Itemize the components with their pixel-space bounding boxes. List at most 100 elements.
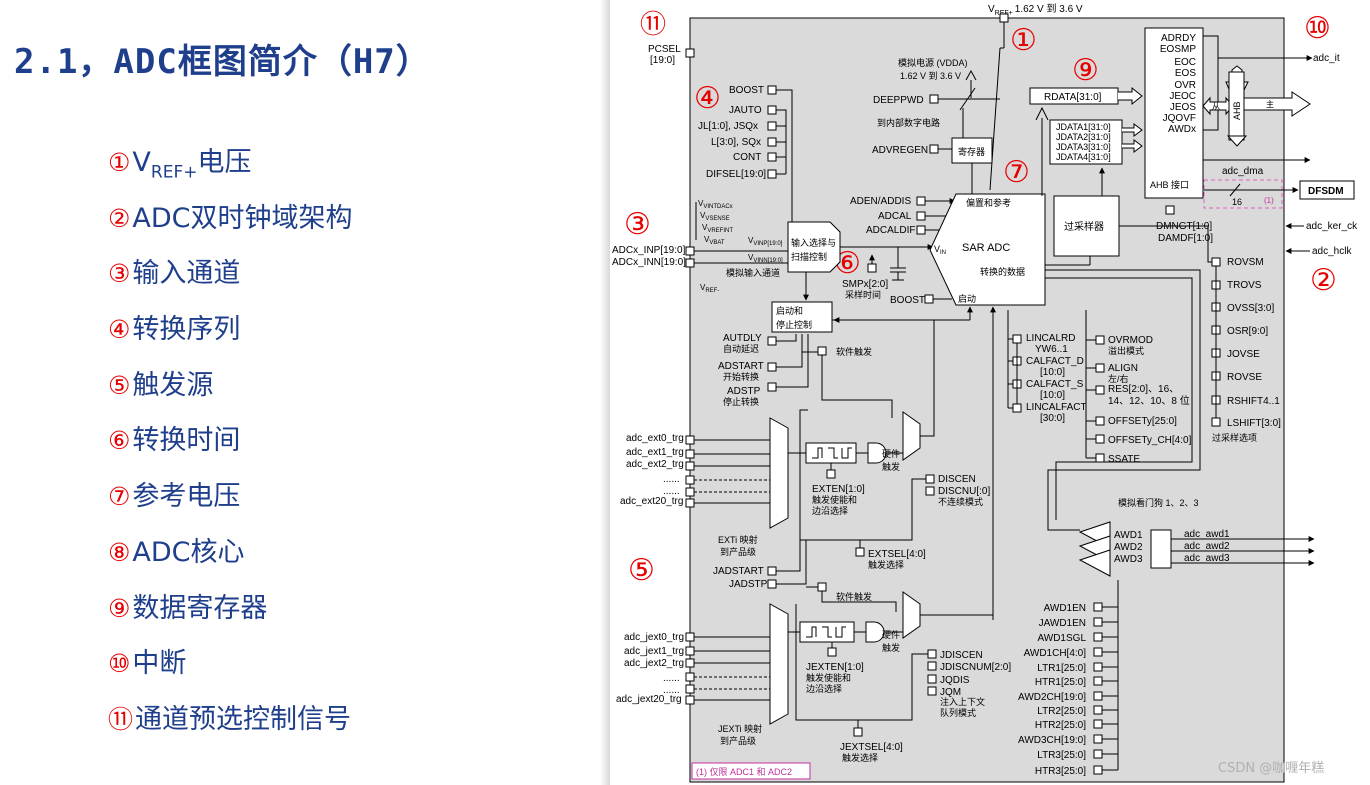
- svg-text:EOC: EOC: [1174, 57, 1196, 68]
- svg-text:[10:0]: [10:0]: [1040, 367, 1065, 378]
- trigger-select-mux: [902, 411, 921, 461]
- input-select-block: [787, 221, 841, 273]
- sample-time-label: 采样时间: [845, 289, 881, 300]
- svg-text:触发: 触发: [882, 461, 900, 472]
- adstart-label: ADSTART: [718, 361, 764, 372]
- svg-text:AWD3: AWD3: [1114, 554, 1143, 565]
- svg-text:L[3:0], SQx: L[3:0], SQx: [711, 137, 761, 148]
- svg-text:adc_jext20_trg: adc_jext20_trg: [616, 694, 682, 705]
- adc-inp-label: ADCx_INP[19:0]: [612, 245, 686, 256]
- legend-item: ⑥转换时间: [108, 425, 241, 457]
- svg-text:触发使能和: 触发使能和: [812, 494, 857, 505]
- watermark: CSDN @咖喱年糕: [1218, 761, 1325, 776]
- svg-text:OVRMOD: OVRMOD: [1108, 335, 1153, 346]
- legend-item: ④转换序列: [108, 314, 241, 346]
- adc-hclk-label: adc_hclk: [1312, 246, 1352, 257]
- vinp-label: VVINP[19:0]: [748, 236, 783, 247]
- jtrigger-select-mux: [902, 591, 921, 639]
- svg-text:AWD1EN: AWD1EN: [1044, 603, 1086, 614]
- svg-text:LTR2[25:0]: LTR2[25:0]: [1037, 706, 1086, 717]
- svg-text:停止转换: 停止转换: [723, 396, 759, 407]
- svg-text:注入上下文: 注入上下文: [940, 696, 985, 707]
- svg-text:RSHIFT4..1: RSHIFT4..1: [1227, 396, 1280, 407]
- svg-text:JAUTO: JAUTO: [729, 105, 762, 116]
- svg-text:TROVS: TROVS: [1227, 280, 1262, 291]
- svg-text:AWD1: AWD1: [1114, 530, 1143, 541]
- svg-text:OVR: OVR: [1174, 80, 1196, 91]
- legend-item: ②ADC双时钟域架构: [108, 202, 353, 234]
- marker-10: ⑩: [1304, 12, 1331, 45]
- marker-11: ⑪: [640, 9, 666, 39]
- jadstart-label: JADSTART: [713, 566, 764, 577]
- svg-text:......: ......: [663, 486, 680, 497]
- awd-registers: AWD1EN JAWD1EN AWD1SGL AWD1CH[4:0] LTR1[…: [1018, 603, 1086, 777]
- legend-item: ⑦参考电压: [108, 481, 241, 513]
- svg-text:DFSDM: DFSDM: [1308, 186, 1344, 197]
- svg-text:触发选择: 触发选择: [842, 752, 878, 763]
- svg-text:CALFACT_D: CALFACT_D: [1026, 356, 1084, 367]
- svg-text:寄存器: 寄存器: [958, 146, 985, 157]
- svg-text:adc_ext0_trg: adc_ext0_trg: [626, 433, 684, 444]
- jedge-detect-block: [799, 621, 855, 643]
- svg-text:LTR3[25:0]: LTR3[25:0]: [1037, 750, 1086, 761]
- analog-range: 1.62 V 到 3.6 V: [900, 70, 961, 81]
- svg-text:输入选择与: 输入选择与: [791, 237, 836, 248]
- svg-text:adc_awd2: adc_awd2: [1184, 541, 1230, 552]
- vref-minus-label: VREF-: [700, 283, 719, 294]
- svg-text:LINCALRD: LINCALRD: [1026, 333, 1075, 344]
- svg-text:OVSS[3:0]: OVSS[3:0]: [1227, 303, 1274, 314]
- svg-text:(1): (1): [1264, 196, 1274, 205]
- hw-trigger-label: 硬件: [882, 448, 900, 459]
- marker-9: ⑨: [1072, 54, 1099, 87]
- svg-text:开始转换: 开始转换: [723, 371, 759, 382]
- svg-text:HTR3[25:0]: HTR3[25:0]: [1035, 766, 1086, 777]
- svg-text:AWDx: AWDx: [1168, 124, 1196, 135]
- svg-text:AWD1SGL: AWD1SGL: [1037, 633, 1086, 644]
- discen-label: DISCEN: [938, 474, 976, 485]
- svg-text:adc_jext1_trg: adc_jext1_trg: [624, 646, 684, 657]
- adc-dma-label: adc_dma: [1222, 166, 1264, 177]
- svg-text:左/右: 左/右: [1108, 373, 1129, 384]
- svg-text:BOOST: BOOST: [729, 85, 764, 96]
- svg-text:LSHIFT[3:0]: LSHIFT[3:0]: [1227, 418, 1281, 429]
- jext-trigger-mux: [769, 603, 789, 725]
- svg-text:[30:0]: [30:0]: [1040, 413, 1065, 424]
- svg-text:JQDIS: JQDIS: [940, 675, 970, 686]
- svg-text:[10:0]: [10:0]: [1040, 390, 1065, 401]
- svg-text:adc_ext1_trg: adc_ext1_trg: [626, 447, 684, 458]
- svg-text:OFFSETy_CH[4:0]: OFFSETy_CH[4:0]: [1108, 435, 1192, 446]
- exten-label: EXTEN[1:0]: [812, 484, 865, 495]
- svg-text:14、12、10、8 位: 14、12、10、8 位: [1108, 394, 1190, 407]
- analog-supply: 模拟电源 (VDDA): [898, 57, 968, 68]
- svg-text:CONT: CONT: [733, 152, 761, 163]
- ahb-interface-block: [1144, 27, 1204, 199]
- svg-text:16: 16: [1232, 197, 1242, 207]
- adc-block-diagram: VREF+1.62 V 到 3.6 V PCSEL [19:0] ⑪ ① ⑨ ⑩…: [610, 0, 1370, 785]
- to-digital-label: 到内部数字电路: [877, 117, 940, 128]
- svg-text:硬件: 硬件: [882, 629, 900, 640]
- svg-text:adc_awd3: adc_awd3: [1184, 553, 1230, 564]
- svg-text:adc_jext2_trg: adc_jext2_trg: [624, 658, 684, 669]
- analog-input-channels: 模拟输入通道: [726, 267, 780, 278]
- svg-text:ALIGN: ALIGN: [1108, 363, 1138, 374]
- svg-text:触发选择: 触发选择: [868, 559, 904, 570]
- svg-text:边沿选择: 边沿选择: [806, 683, 842, 694]
- adcal-label: ADCAL: [878, 211, 912, 222]
- adstp-label: ADSTP: [727, 386, 761, 397]
- svg-text:JDISCEN: JDISCEN: [940, 650, 983, 661]
- svg-text:JQM: JQM: [940, 687, 961, 698]
- page-title: 2.1，ADC框图简介（H7）: [14, 42, 431, 82]
- legend-item: ③输入通道: [108, 258, 241, 290]
- start-stop-control: [771, 301, 833, 333]
- svg-text:JDATA4[31:0]: JDATA4[31:0]: [1056, 152, 1111, 162]
- dfsdm-block: [1299, 180, 1355, 200]
- marker-3: ③: [624, 208, 651, 241]
- svg-text:过采样选项: 过采样选项: [1212, 432, 1257, 443]
- svg-text:adc_ext20_trg: adc_ext20_trg: [620, 496, 683, 507]
- legend-item: ⑧ADC核心: [108, 536, 245, 568]
- marker-4: ④: [694, 82, 721, 115]
- oversampler-block: [1053, 195, 1120, 257]
- svg-text:JDATA2[31:0]: JDATA2[31:0]: [1056, 132, 1111, 142]
- jextsel-label: JEXTSEL[4:0]: [840, 742, 903, 753]
- svg-text:SAR ADC: SAR ADC: [962, 242, 1010, 254]
